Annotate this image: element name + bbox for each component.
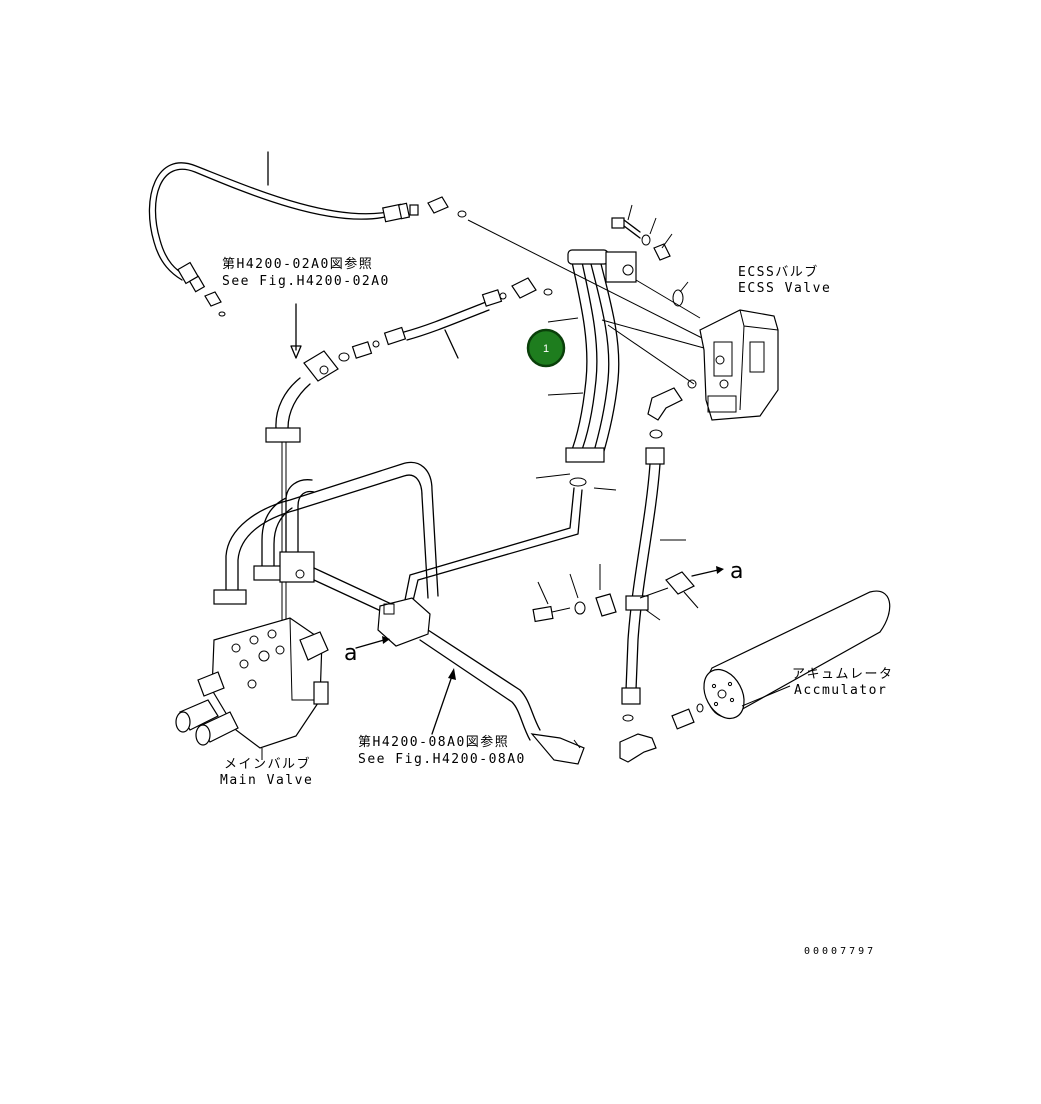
leader-lower-ref-arrow [448,668,456,680]
drawing-number: 00007797 [804,946,876,957]
leader-upper-to-ecss [467,219,707,341]
ecss-valve-label-jp: ECSSバルブ [738,264,819,280]
main-valve-label-en: Main Valve [220,773,313,788]
main-valve [175,617,329,760]
callout-a-right: a [730,559,743,584]
part-1-badge-number: 1 [543,343,549,355]
accumulator-hose [532,429,724,722]
ecss-valve-label-en: ECSS Valve [738,281,831,296]
part-1-hotspot[interactable]: 1 [526,328,566,368]
rigid-pipe-loop [213,461,585,765]
ecss-fasteners [611,204,701,319]
elbow-pipe-upper [265,303,339,660]
accumulator [619,590,891,763]
accumulator-label-en: Accmulator [794,683,887,698]
ref-lower-label-en: See Fig.H4200-08A0 [358,752,526,767]
ref-upper-label-jp: 第H4200-02A0図参照 [222,256,373,272]
ecss-valve [601,309,779,421]
middle-hose-assembly [338,277,553,362]
leader-lower-ref [431,675,453,735]
callout-a-left: a [344,641,357,666]
main-valve-label-jp: メインバルブ [224,756,311,772]
part-1-badge-circle[interactable] [526,328,566,368]
ref-lower-label-jp: 第H4200-08A0図参照 [358,734,509,750]
upper-hose-assembly [148,151,467,317]
accumulator-label-jp: アキュムレータ [792,667,894,682]
ref-upper-label-en: See Fig.H4200-02A0 [222,274,390,289]
part-1-hoses [403,249,637,606]
